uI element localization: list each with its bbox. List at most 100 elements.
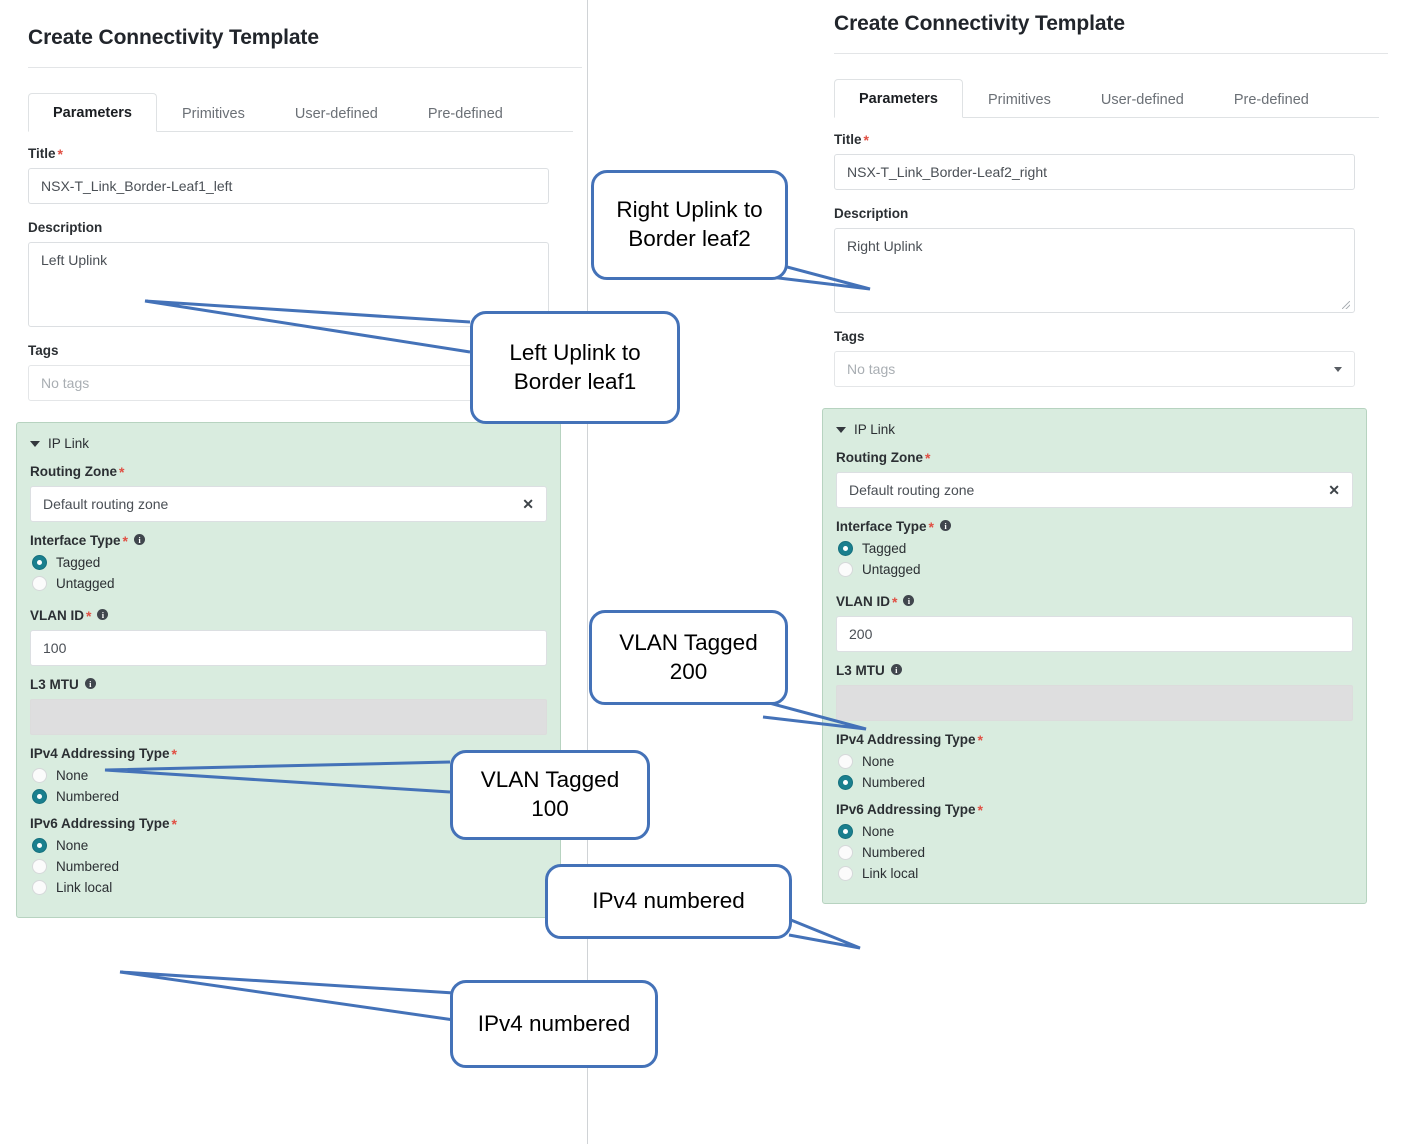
ipv6-option-none-left[interactable]: None: [32, 838, 547, 853]
vlan-id-label-text-right: VLAN ID: [836, 594, 890, 609]
description-textarea-right[interactable]: Right Uplink: [834, 228, 1355, 313]
ipv6-none-label-left: None: [56, 838, 89, 853]
radio-selected-icon: [32, 789, 47, 804]
radio-unselected-icon: [32, 880, 47, 895]
radio-selected-icon: [838, 541, 853, 556]
vlan-id-input-right[interactable]: 200: [836, 616, 1353, 652]
ipv6-addressing-label-text-right: IPv6 Addressing Type: [836, 802, 976, 817]
routing-zone-label-left: Routing Zone *: [30, 464, 547, 479]
info-icon[interactable]: i: [134, 534, 145, 545]
interface-type-option-tagged-left[interactable]: Tagged: [32, 555, 547, 570]
ipv4-option-numbered-right[interactable]: Numbered: [838, 775, 1353, 790]
tab-bar-right: Parameters Primitives User-defined Pre-d…: [834, 78, 1379, 118]
callout-right-uplink-line1: Right Uplink to: [616, 197, 763, 223]
ipv4-numbered-label-right: Numbered: [862, 775, 926, 790]
ipv6-none-label-right: None: [862, 824, 895, 839]
callout-left-uplink: Left Uplink to Border leaf1: [470, 311, 680, 424]
tab-bar-left: Parameters Primitives User-defined Pre-d…: [28, 92, 573, 132]
description-textarea-left[interactable]: Left Uplink: [28, 242, 549, 327]
ipv6-addressing-label-left: IPv6 Addressing Type *: [30, 816, 547, 831]
required-asterisk: *: [924, 450, 931, 466]
clear-icon[interactable]: ✕: [522, 496, 534, 512]
routing-zone-input-right[interactable]: Default routing zone ✕: [836, 472, 1353, 508]
routing-zone-label-text-left: Routing Zone: [30, 464, 117, 479]
interface-type-option-untagged-right[interactable]: Untagged: [838, 562, 1353, 577]
page-title-right: Create Connectivity Template: [834, 12, 1125, 35]
callout-left-uplink-line2: Border leaf1: [513, 368, 637, 394]
required-asterisk: *: [928, 519, 934, 535]
info-icon[interactable]: i: [84, 678, 96, 689]
info-icon[interactable]: i: [890, 664, 902, 675]
title-label-right: Title *: [834, 132, 1355, 147]
description-value-right: Right Uplink: [847, 238, 923, 254]
tags-label-right: Tags: [834, 329, 1355, 344]
title-input-right[interactable]: NSX-T_Link_Border-Leaf2_right: [834, 154, 1355, 190]
description-label-left: Description: [28, 220, 549, 235]
interface-type-option-untagged-left[interactable]: Untagged: [32, 576, 547, 591]
tab-parameters-right[interactable]: Parameters: [834, 79, 963, 118]
ipv4-option-none-right[interactable]: None: [838, 754, 1353, 769]
caret-down-icon: [30, 440, 40, 447]
tab-pre-defined-right[interactable]: Pre-defined: [1233, 92, 1309, 108]
required-asterisk: *: [57, 146, 63, 162]
radio-unselected-icon: [838, 866, 853, 881]
l3-mtu-label-text-right: L3 MTU: [836, 663, 885, 678]
ip-link-header-left[interactable]: IP Link: [30, 436, 547, 451]
l3-mtu-label-left: L3 MTU i: [30, 677, 547, 692]
interface-type-label-text-right: Interface Type: [836, 519, 927, 534]
interface-type-label-text-left: Interface Type: [30, 533, 121, 548]
required-asterisk: *: [171, 816, 177, 832]
interface-type-untagged-label-right: Untagged: [862, 562, 921, 577]
create-connectivity-template-panel-right: Create Connectivity Template Parameters …: [822, 0, 1394, 1144]
tab-pre-defined-left[interactable]: Pre-defined: [427, 106, 503, 122]
interface-type-label-left: Interface Type * i: [30, 533, 547, 548]
ipv4-option-none-left[interactable]: None: [32, 768, 547, 783]
radio-selected-icon: [32, 838, 47, 853]
tab-user-defined-right[interactable]: User-defined: [1100, 92, 1184, 108]
ipv6-link-local-label-right: Link local: [862, 866, 919, 881]
info-icon[interactable]: i: [940, 520, 951, 531]
ipv6-addressing-label-text-left: IPv6 Addressing Type: [30, 816, 170, 831]
interface-type-option-tagged-right[interactable]: Tagged: [838, 541, 1353, 556]
radio-unselected-icon: [838, 562, 853, 577]
routing-zone-input-left[interactable]: Default routing zone ✕: [30, 486, 547, 522]
callout-vlan-200-line2: 200: [669, 658, 708, 684]
ipv6-option-none-right[interactable]: None: [838, 824, 1353, 839]
ip-link-header-right[interactable]: IP Link: [836, 422, 1353, 437]
radio-unselected-icon: [32, 859, 47, 874]
ipv6-option-link-local-left[interactable]: Link local: [32, 880, 547, 895]
radio-selected-icon: [838, 775, 853, 790]
tags-select-right[interactable]: No tags: [834, 351, 1355, 387]
resize-handle-icon[interactable]: [1341, 300, 1351, 310]
callout-ipv4-numbered-left-text: IPv4 numbered: [477, 1010, 631, 1036]
info-icon[interactable]: i: [97, 609, 109, 620]
interface-type-tagged-label-right: Tagged: [862, 541, 907, 556]
title-input-left[interactable]: NSX-T_Link_Border-Leaf1_left: [28, 168, 549, 204]
ipv6-option-link-local-right[interactable]: Link local: [838, 866, 1353, 881]
callout-right-uplink-line2: Border leaf2: [628, 226, 751, 251]
l3-mtu-input-right: [836, 685, 1353, 721]
title-label-text-left: Title: [28, 146, 56, 161]
ipv4-addressing-label-right: IPv4 Addressing Type *: [836, 732, 1353, 747]
callout-ipv4-numbered-right-text: IPv4 numbered: [592, 888, 745, 914]
info-icon[interactable]: i: [903, 595, 915, 606]
l3-mtu-label-text-left: L3 MTU: [30, 677, 79, 692]
ipv4-numbered-label-left: Numbered: [56, 789, 120, 804]
ipv4-none-label-right: None: [862, 754, 895, 769]
ipv6-option-numbered-right[interactable]: Numbered: [838, 845, 1353, 860]
tab-user-defined-left[interactable]: User-defined: [294, 106, 378, 122]
tab-primitives-left[interactable]: Primitives: [182, 106, 245, 122]
ip-link-title-right: IP Link: [854, 422, 896, 437]
callout-ipv4-numbered-left: IPv4 numbered: [450, 980, 658, 1068]
vlan-id-input-left[interactable]: 100: [30, 630, 547, 666]
required-asterisk: *: [118, 464, 125, 480]
tab-parameters-left[interactable]: Parameters: [28, 93, 157, 132]
caret-down-icon: [836, 426, 846, 433]
radio-selected-icon: [32, 555, 47, 570]
ipv6-option-numbered-left[interactable]: Numbered: [32, 859, 547, 874]
l3-mtu-label-right: L3 MTU i: [836, 663, 1353, 678]
routing-zone-label-text-right: Routing Zone: [836, 450, 923, 465]
ipv4-option-numbered-left[interactable]: Numbered: [32, 789, 547, 804]
tab-primitives-right[interactable]: Primitives: [988, 92, 1051, 108]
clear-icon[interactable]: ✕: [1328, 482, 1340, 498]
